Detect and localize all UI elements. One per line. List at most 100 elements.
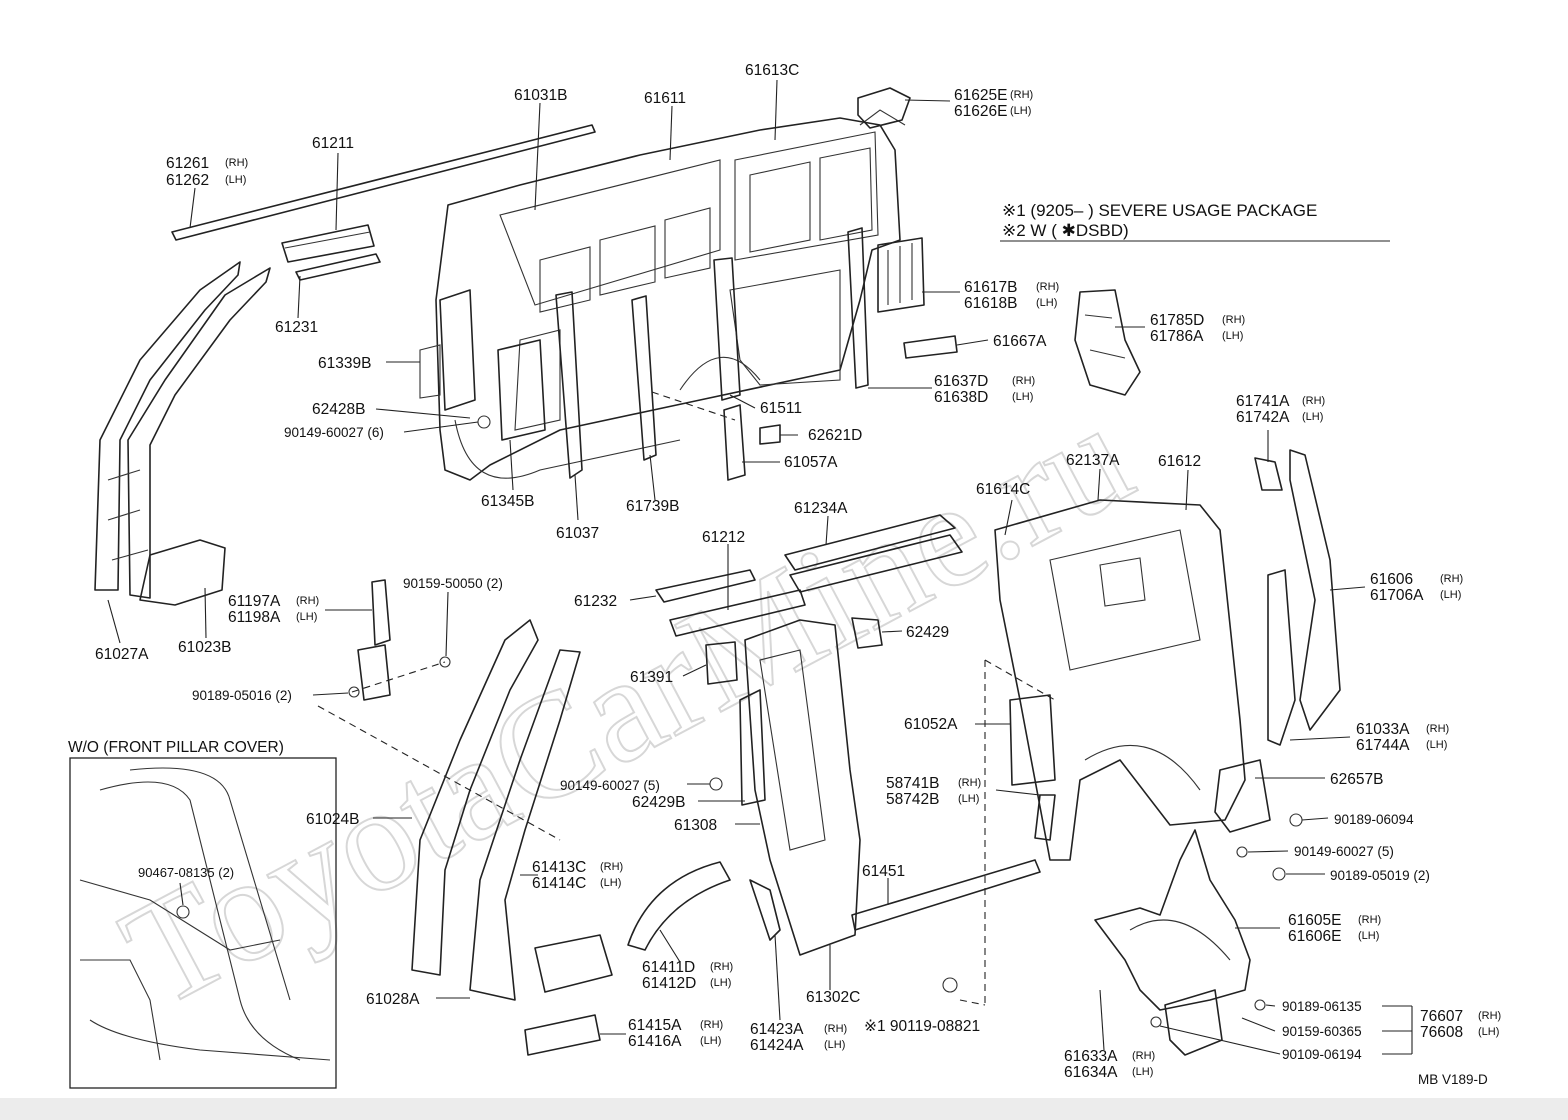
label-90467-08135: 90467-08135 (2): [138, 865, 234, 880]
suffix-rh: (RH): [700, 1019, 723, 1031]
label-58742B: 58742B: [886, 791, 939, 808]
label-61606: 61606: [1370, 571, 1413, 588]
roof-bows-drawing: [655, 514, 963, 685]
label-61786A: 61786A: [1150, 328, 1204, 345]
suffix-rh: (RH): [958, 777, 981, 789]
label-61024B: 61024B: [306, 811, 359, 828]
label-61741A: 61741A: [1236, 393, 1290, 410]
suffix-lh: (LH): [600, 877, 621, 889]
header-note-w-dsbd: ※2 W ( ✱DSBD): [1002, 221, 1129, 240]
label-61667A: 61667A: [993, 333, 1047, 350]
rocker-panel-drawing: [851, 859, 1041, 931]
label-61057A: 61057A: [784, 454, 838, 471]
label-61451: 61451: [862, 863, 905, 880]
label-61033A: 61033A: [1356, 721, 1410, 738]
label-61739B: 61739B: [626, 498, 679, 515]
label-61037: 61037: [556, 525, 599, 542]
label-62428B: 62428B: [312, 401, 365, 418]
suffix-rh: (RH): [1358, 914, 1381, 926]
bottom-strip: [0, 1098, 1568, 1120]
front-pillar-drawing: [94, 261, 271, 606]
label-61785D: 61785D: [1150, 312, 1204, 329]
roof-rails-drawing: [171, 124, 596, 281]
label-90189-06094: 90189-06094: [1334, 812, 1414, 827]
label-90189-05019: 90189-05019 (2): [1330, 868, 1430, 883]
label-61198A: 61198A: [228, 609, 281, 626]
label-61231: 61231: [275, 319, 318, 336]
label-61391: 61391: [630, 669, 673, 686]
suffix-lh: (LH): [1302, 411, 1323, 423]
label-90149-60027-5a: 90149-60027 (5): [560, 778, 660, 793]
label-61613C: 61613C: [745, 62, 799, 79]
label-90189-06135: 90189-06135: [1282, 999, 1362, 1014]
suffix-rh: (RH): [1426, 723, 1449, 735]
label-61634A: 61634A: [1064, 1064, 1118, 1081]
label-61028A: 61028A: [366, 991, 420, 1008]
suffix-lh: (LH): [824, 1039, 845, 1051]
label-61232: 61232: [574, 593, 617, 610]
label-62137A: 62137A: [1066, 452, 1120, 469]
inset-drawing: [79, 767, 331, 1061]
label-61052A: 61052A: [904, 716, 958, 733]
suffix-lh: (LH): [1222, 330, 1243, 342]
label-62657B: 62657B: [1330, 771, 1383, 788]
label-61212: 61212: [702, 529, 745, 546]
footer-code: MB V189-D: [1418, 1072, 1488, 1087]
label-61744A: 61744A: [1356, 737, 1410, 754]
inner-pillars-drawing: [419, 227, 869, 481]
suffix-lh: (LH): [700, 1035, 721, 1047]
suffix-lh: (LH): [296, 611, 317, 623]
suffix-lh: (LH): [710, 977, 731, 989]
label-61617B: 61617B: [964, 279, 1017, 296]
label-61742A: 61742A: [1236, 409, 1290, 426]
label-61345B: 61345B: [481, 493, 534, 510]
top-brackets-drawing: [857, 87, 1141, 396]
bracket-61197-drawing: [348, 579, 451, 701]
suffix-rh: (RH): [1010, 89, 1033, 101]
leader-lines: [107, 79, 1413, 1055]
label-61339B: 61339B: [318, 355, 371, 372]
suffix-lh: (LH): [1132, 1066, 1153, 1078]
watermark: ToyotaCarMine.ru: [98, 371, 1156, 1039]
suffix-rh: (RH): [225, 157, 248, 169]
label-61424A: 61424A: [750, 1037, 804, 1054]
header-note-severe-usage: ※1 (9205– ) SEVERE USAGE PACKAGE: [1002, 201, 1317, 220]
suffix-rh: (RH): [1132, 1050, 1155, 1062]
label-61262: 61262: [166, 172, 209, 189]
suffix-rh: (RH): [1302, 395, 1325, 407]
label-61605E: 61605E: [1288, 912, 1341, 929]
label-61511: 61511: [760, 400, 802, 417]
label-62429B: 62429B: [632, 794, 685, 811]
rear-side-panel-drawing: [435, 109, 906, 481]
suffix-rh: (RH): [1222, 314, 1245, 326]
label-61413C: 61413C: [532, 859, 586, 876]
label-61606E: 61606E: [1288, 928, 1341, 945]
suffix-rh: (RH): [1036, 281, 1059, 293]
wheel-arch-drawing: [627, 861, 731, 951]
label-61302C: 61302C: [806, 989, 860, 1006]
label-61308: 61308: [674, 817, 717, 834]
inset-frame: [69, 757, 337, 1089]
label-62429: 62429: [906, 624, 949, 641]
label-90149-60027-5b: 90149-60027 (5): [1294, 844, 1394, 859]
rear-quarter-panel-drawing: [994, 499, 1271, 861]
label-76608: 76608: [1420, 1024, 1463, 1041]
label-61611: 61611: [644, 90, 686, 107]
label-76607: 76607: [1420, 1008, 1463, 1025]
rear-pillar-drawing: [1254, 449, 1341, 746]
label-61415A: 61415A: [628, 1017, 682, 1034]
label-61234A: 61234A: [794, 500, 848, 517]
suffix-lh: (LH): [1010, 105, 1031, 117]
suffix-lh: (LH): [958, 793, 979, 805]
label-61211: 61211: [312, 135, 354, 152]
label-62621D: 62621D: [808, 427, 862, 444]
label-61626E: 61626E: [954, 103, 1007, 120]
label-61612: 61612: [1158, 453, 1201, 470]
label-61625E: 61625E: [954, 87, 1007, 104]
suffix-lh: (LH): [1358, 930, 1379, 942]
label-58741B: 58741B: [886, 775, 939, 792]
suffix-rh: (RH): [710, 961, 733, 973]
suffix-rh: (RH): [1478, 1010, 1501, 1022]
label-61633A: 61633A: [1064, 1048, 1118, 1065]
suffix-rh: (RH): [1012, 375, 1035, 387]
